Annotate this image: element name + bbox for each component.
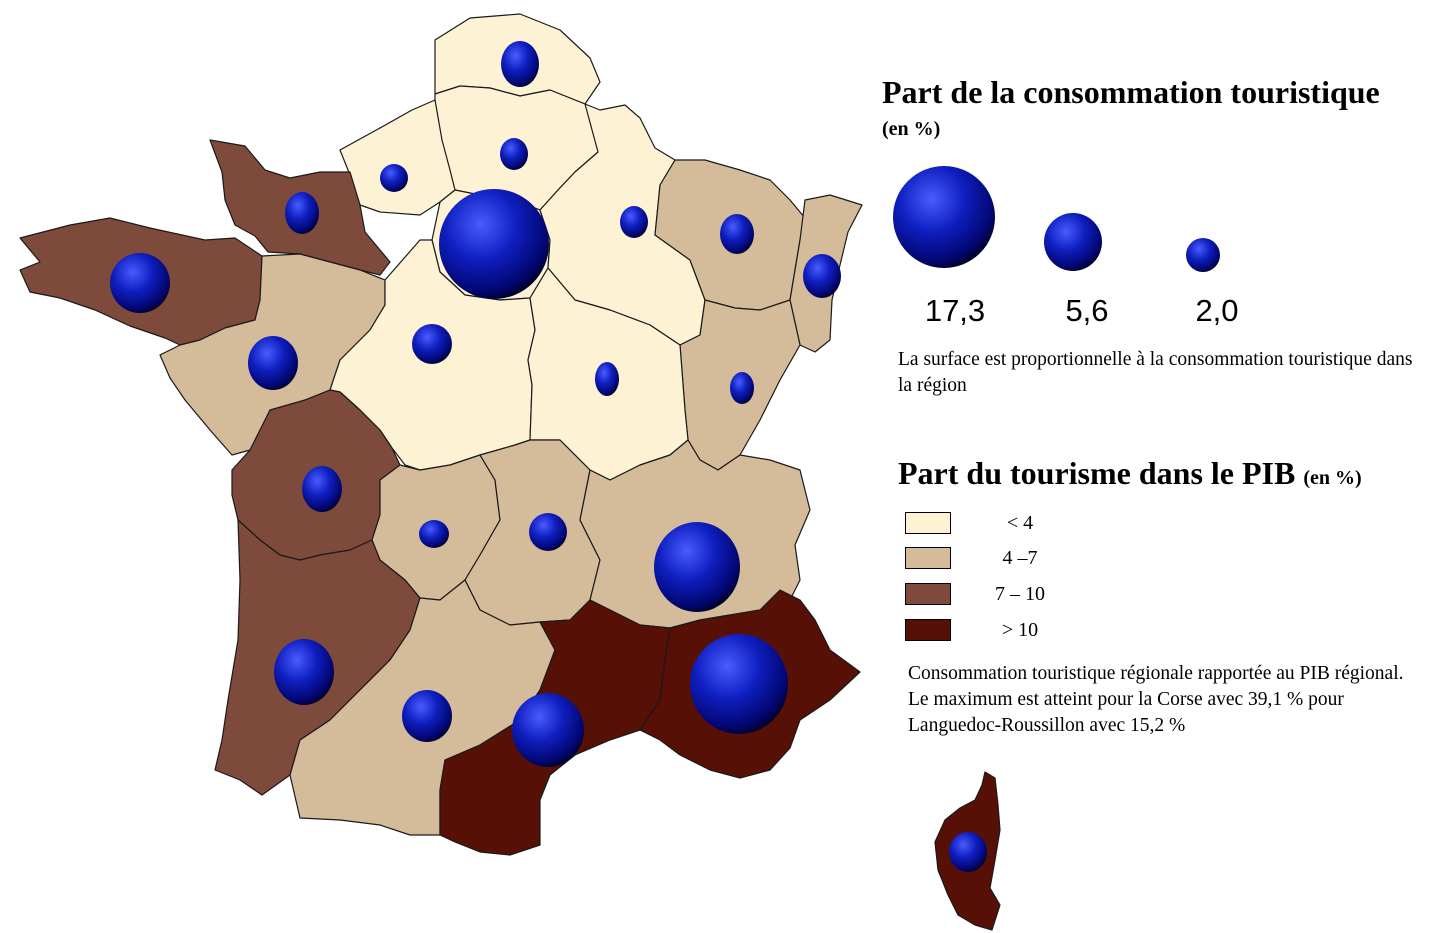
bubble-nord-pas-de-calais	[501, 41, 539, 87]
bubble-legend-note: La surface est proportionnelle à la cons…	[898, 349, 1413, 396]
legend-label: > 10	[1001, 619, 1039, 641]
bubble-picardie	[500, 138, 528, 170]
gdp-title-text: Part du tourisme dans le PIB	[898, 455, 1296, 491]
bubble-lorraine	[720, 214, 754, 254]
gdp-legend-note: Consommation touristique régionale rappo…	[908, 663, 1404, 736]
legend-swatch	[905, 512, 951, 534]
bubble-aquitaine	[274, 639, 334, 705]
gdp-title: Part du tourisme dans le PIB (en %)	[898, 455, 1362, 492]
bubble-alsace	[803, 254, 841, 298]
legend-bubble-small	[1186, 238, 1220, 272]
legend-swatch	[905, 547, 951, 569]
legend-bubble-large	[893, 166, 995, 268]
bubble-auvergne	[529, 513, 567, 551]
bubble-champagne-ardenne	[620, 206, 648, 238]
bubble-corse	[949, 832, 987, 872]
bubble-midi-pyrenees	[402, 690, 452, 742]
legend-bubble-medium	[1044, 213, 1102, 271]
legend-value-small: 2,0	[1195, 293, 1239, 328]
bubble-franche-comte	[730, 372, 754, 404]
legend-swatch	[905, 583, 951, 605]
bubble-pays-de-la-loire	[248, 336, 298, 390]
legend-swatch	[905, 619, 951, 641]
legend-label: 7 – 10	[995, 583, 1045, 605]
bubble-bourgogne	[595, 362, 619, 396]
bubble-haute-normandie	[380, 164, 408, 192]
bubble-rhone-alpes	[654, 522, 740, 612]
gdp-unit: (en %)	[1303, 467, 1362, 489]
legend-value-medium: 5,6	[1065, 293, 1109, 328]
bubble-centre	[412, 324, 452, 364]
bubble-provence-alpes-cote-dazur	[690, 634, 788, 734]
bubble-basse-normandie	[285, 192, 319, 234]
bubble-languedoc-roussillon	[512, 693, 584, 767]
bubble-poitou-charentes	[302, 466, 342, 512]
consumption-title: Part de la consommation touristique	[882, 74, 1380, 110]
consumption-unit: (en %)	[882, 118, 941, 140]
bubble-bretagne	[110, 253, 170, 313]
legend-label: < 4	[1006, 512, 1034, 534]
bubble-limousin	[419, 520, 449, 548]
bubble-ile-de-france	[439, 189, 549, 299]
legend-label: 4 –7	[1002, 547, 1038, 569]
legend-value-large: 17,3	[924, 293, 986, 328]
